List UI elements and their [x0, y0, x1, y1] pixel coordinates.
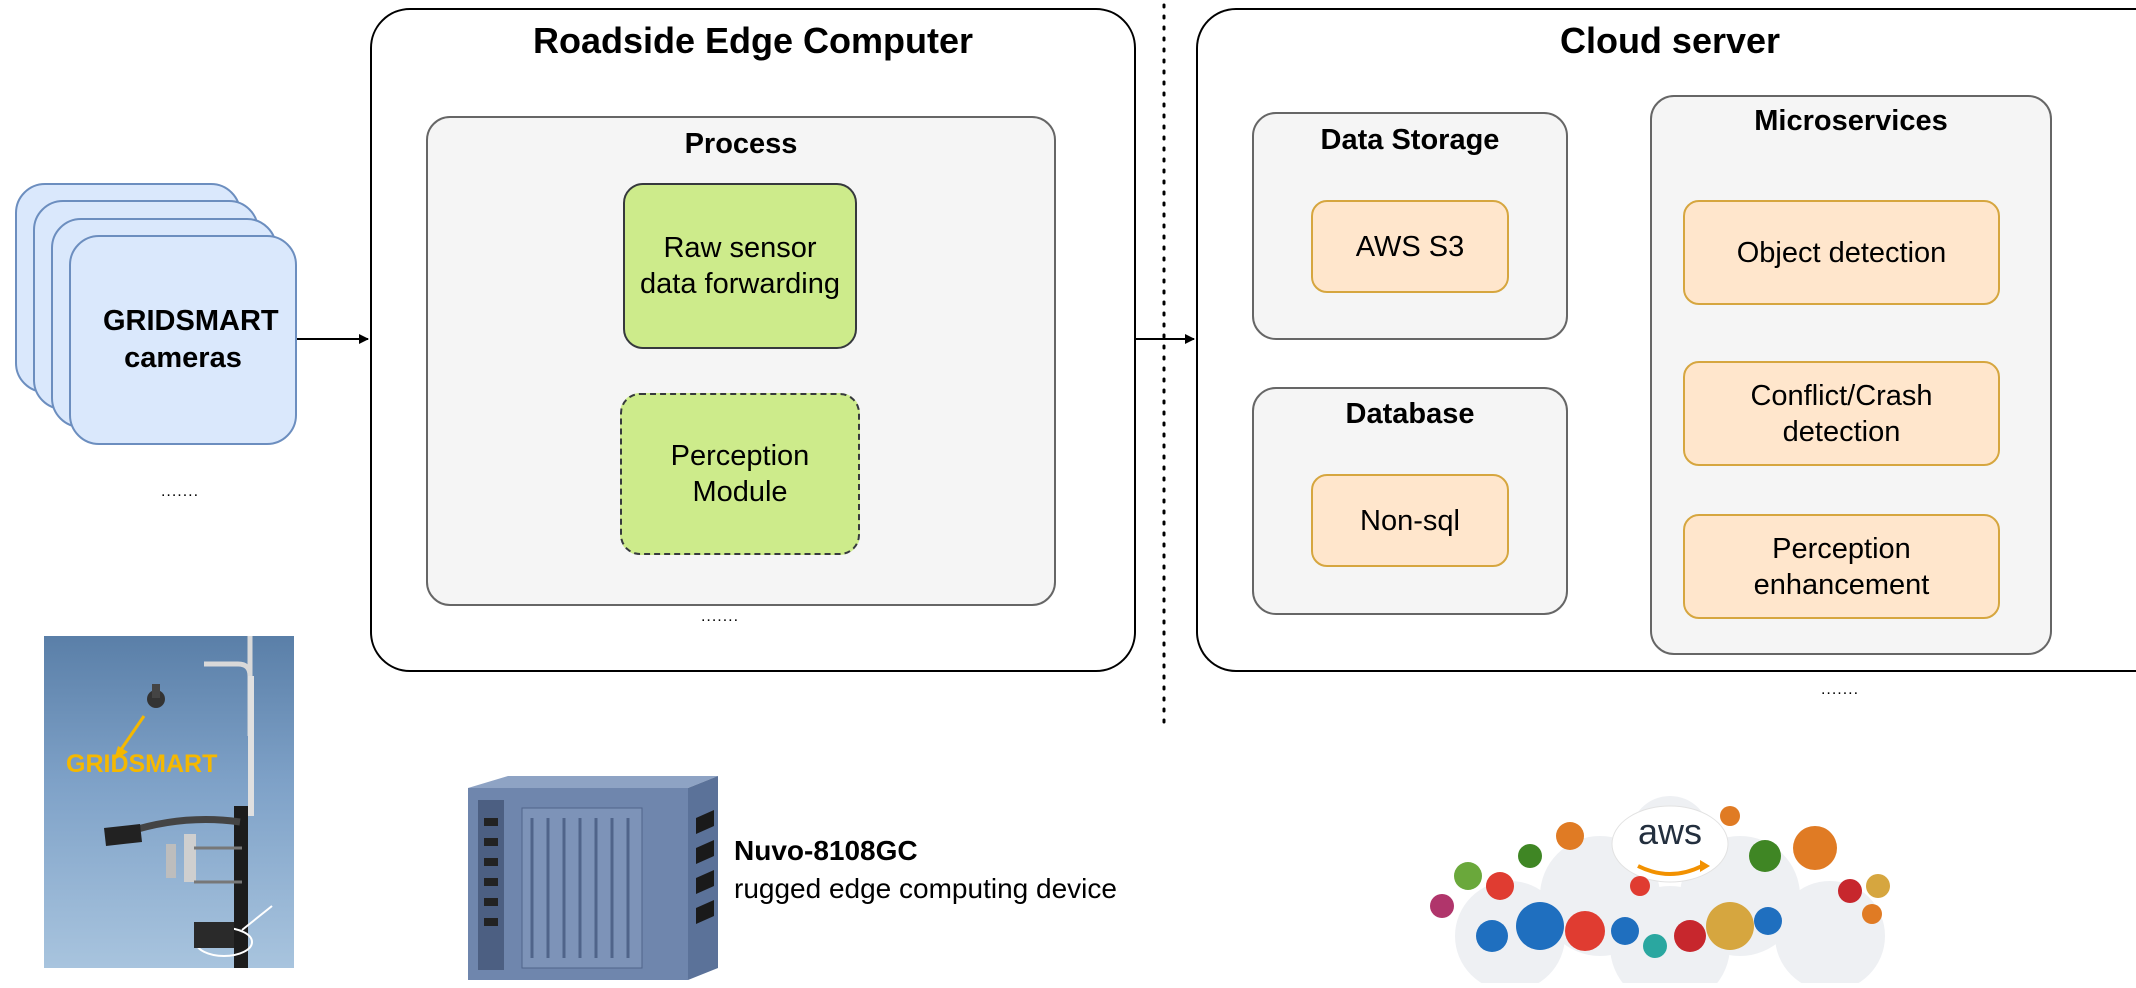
service-icon-8 — [1565, 911, 1605, 951]
perception-enhancement-label: Perception enhancement — [1753, 532, 1930, 601]
device-name: Nuvo-8108GC — [734, 835, 918, 866]
service-icon-3 — [1486, 872, 1514, 900]
service-icon-7 — [1556, 822, 1584, 850]
perception-module-label: Perception Module — [670, 440, 810, 508]
service-icon-9 — [1611, 917, 1639, 945]
cloud-ellipsis: ....... — [1820, 681, 1860, 698]
raw-sensor-forwarding-box: Raw sensor data forwarding — [623, 183, 857, 349]
camera-card-front: GRIDSMART cameras — [69, 235, 297, 445]
edge-ellipsis: ....... — [700, 608, 740, 625]
gridsmart-photo-label: GRIDSMART — [66, 750, 218, 778]
service-icon-10 — [1643, 934, 1667, 958]
service-icon-12 — [1706, 902, 1754, 950]
microservice-perception-enhancement: Perception enhancement — [1683, 514, 2000, 619]
perception-module-box: Perception Module — [620, 393, 860, 555]
service-icon-19 — [1630, 876, 1650, 896]
service-icon-4 — [1476, 920, 1508, 952]
aws-services-cloud: aws — [1400, 796, 1940, 988]
microservice-conflict-crash-detection: Conflict/Crash detection — [1683, 361, 2000, 466]
raw-sensor-forwarding-label: Raw sensor data forwarding — [640, 232, 840, 300]
cameras-label: GRIDSMART cameras — [103, 305, 279, 374]
pole-illustration — [104, 636, 273, 968]
service-icon-15 — [1793, 826, 1837, 870]
service-icon-11 — [1674, 920, 1706, 952]
process-title: Process — [684, 128, 798, 160]
service-icon-6 — [1518, 844, 1542, 868]
service-icon-20 — [1720, 806, 1740, 826]
cloud-server-title: Cloud server — [1559, 20, 1781, 61]
device-description: rugged edge computing device — [734, 873, 1117, 904]
service-icon-14 — [1749, 840, 1781, 872]
service-icon-17 — [1866, 874, 1890, 898]
aws-cloud-illustration — [1430, 796, 1890, 988]
service-icon-2 — [1454, 862, 1482, 890]
service-icon-5 — [1516, 902, 1564, 950]
data-storage-title: Data Storage — [1320, 124, 1500, 156]
cameras-ellipsis: ....... — [160, 483, 200, 500]
database-title: Database — [1345, 398, 1475, 430]
service-icon-16 — [1838, 879, 1862, 903]
microservice-object-detection: Object detection — [1683, 200, 2000, 305]
non-sql-box: Non-sql — [1311, 474, 1509, 567]
gridsmart-pole-photo: GRIDSMART — [44, 636, 294, 968]
aws-s3-label: AWS S3 — [1355, 230, 1465, 263]
aws-s3-box: AWS S3 — [1311, 200, 1509, 293]
edge-device-illustration — [468, 776, 718, 980]
object-detection-label: Object detection — [1736, 236, 1947, 269]
edge-computer-title: Roadside Edge Computer — [532, 20, 974, 61]
nuvo-device-image — [438, 748, 748, 983]
service-icon-13 — [1754, 907, 1782, 935]
microservices-title: Microservices — [1754, 105, 1948, 137]
aws-logo-text: aws — [1637, 811, 1703, 852]
service-icon-1 — [1430, 894, 1454, 918]
non-sql-label: Non-sql — [1360, 504, 1460, 537]
service-icon-18 — [1862, 904, 1882, 924]
conflict-crash-detection-label: Conflict/Crash detection — [1750, 379, 1933, 448]
